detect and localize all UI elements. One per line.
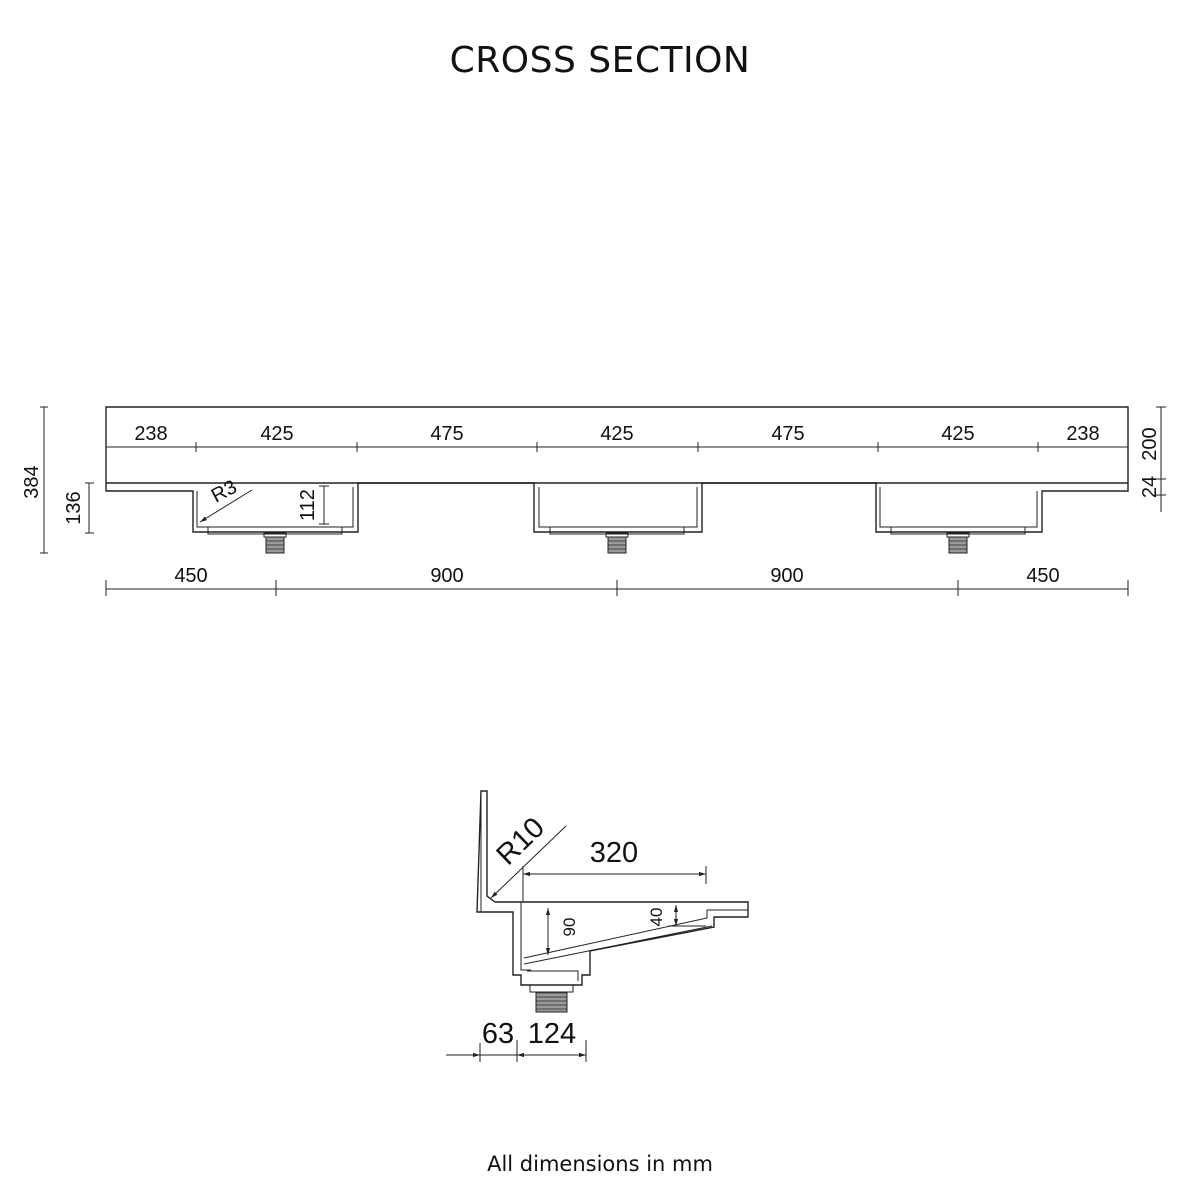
dim-centre-1: 450: [174, 565, 207, 587]
bottom-dimension-line: [446, 1040, 587, 1062]
detail-waste-seat: [527, 970, 579, 981]
dim-bottom-left: 63: [482, 1018, 514, 1050]
dim-bottom-right: 124: [528, 1018, 576, 1050]
dim-centre-4: 450: [1026, 565, 1059, 587]
detail-sloped-floor-under: [523, 925, 713, 965]
dim-width-7: 238: [1066, 423, 1099, 445]
dim-width-5: 475: [771, 423, 804, 445]
radius-leader: [199, 489, 253, 523]
basin-right-floor: [890, 526, 1026, 535]
dim-width-4: 425: [600, 423, 633, 445]
waste-left: [263, 532, 287, 554]
dim-width-1: 238: [134, 423, 167, 445]
bowl-height-dimension: [85, 482, 94, 534]
right-height-dimension: [1156, 406, 1166, 512]
dim-centre-2: 900: [430, 565, 463, 587]
dim-radius-r3: R3: [208, 476, 241, 507]
overall-height-dimension: [40, 406, 48, 554]
dimensions-note: All dimensions in mm: [487, 1152, 713, 1176]
basin-left-floor: [207, 526, 343, 535]
dim-height-left: 384: [21, 465, 43, 498]
dim-centre-3: 900: [770, 565, 803, 587]
dim-right-lower: 24: [1139, 476, 1161, 498]
waste-right: [946, 532, 970, 554]
width-dimension-line: [106, 442, 1128, 452]
unit-outline: [105, 406, 1129, 533]
detail-sloped-floor: [523, 909, 748, 959]
centre-dimension-line: [105, 580, 1129, 596]
detail-outline: [476, 790, 749, 986]
dim-bowl-left: 136: [63, 491, 85, 524]
edge-depth-dimension: [668, 905, 706, 927]
dim-bowl-depth: 112: [297, 489, 319, 521]
basin-middle-floor: [549, 526, 685, 535]
dim-shelf-width: 320: [590, 837, 638, 869]
basin-depth-dimension: [319, 485, 329, 525]
basin-right-inner: [879, 487, 1038, 528]
detail-inner-wall: [520, 902, 531, 971]
shelf-width-dimension: [522, 866, 707, 902]
detail-waste: [529, 984, 574, 1013]
page-title: CROSS SECTION: [449, 40, 751, 81]
dim-width-3: 475: [430, 423, 463, 445]
detail-radius-leader: [490, 825, 567, 899]
basin-middle-inner: [538, 487, 698, 528]
dim-width-2: 425: [260, 423, 293, 445]
long-section-view: 238 425 475 425 475 425 238 450 900 900 …: [21, 406, 1166, 596]
dim-depth-edge: 40: [647, 908, 666, 927]
dim-right-upper: 200: [1139, 427, 1161, 460]
dim-radius-r10: R10: [490, 812, 551, 872]
detail-section-view: R10 320 90 40 63 124: [446, 790, 749, 1062]
dim-depth-inner: 90: [560, 918, 579, 937]
dim-width-6: 425: [941, 423, 974, 445]
waste-middle: [605, 532, 629, 554]
